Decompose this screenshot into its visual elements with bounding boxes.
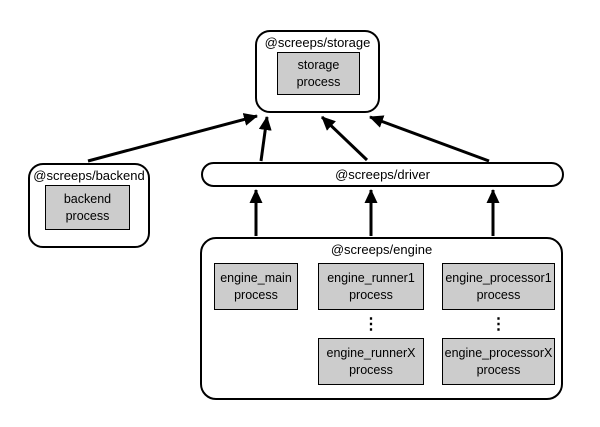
arrow-driver-right-to-storage: [369, 115, 490, 163]
node-screeps-storage: @screeps/storage storage process: [255, 30, 380, 113]
vertical-ellipsis-runner: ⋮: [363, 316, 379, 333]
node-screeps-backend: @screeps/backend backend process: [28, 163, 150, 248]
process-box-backend: backend process: [45, 185, 130, 230]
process-box-engine-runnerx: engine_runnerX process: [318, 338, 424, 385]
vertical-ellipsis-processor: ⋮: [490, 316, 507, 333]
node-title-storage: @screeps/storage: [264, 35, 371, 50]
process-box-engine-processor1: engine_processor1 process: [442, 263, 555, 310]
node-screeps-engine: @screeps/engine engine_main process engi…: [200, 237, 563, 400]
process-box-engine-main: engine_main process: [214, 263, 298, 310]
process-box-storage: storage process: [277, 52, 360, 95]
node-screeps-driver: @screeps/driver: [201, 162, 564, 187]
node-title-engine: @screeps/engine: [330, 242, 433, 257]
node-title-backend: @screeps/backend: [33, 168, 145, 183]
process-box-engine-runner1: engine_runner1 process: [318, 263, 424, 310]
node-title-driver: @screeps/driver: [335, 167, 430, 182]
process-box-engine-processorx: engine_processorX process: [442, 338, 555, 385]
arrow-driver-middle-to-storage: [320, 115, 369, 162]
arrow-backend-to-storage: [87, 113, 258, 163]
arrow-driver-left-to-storage: [258, 116, 272, 162]
